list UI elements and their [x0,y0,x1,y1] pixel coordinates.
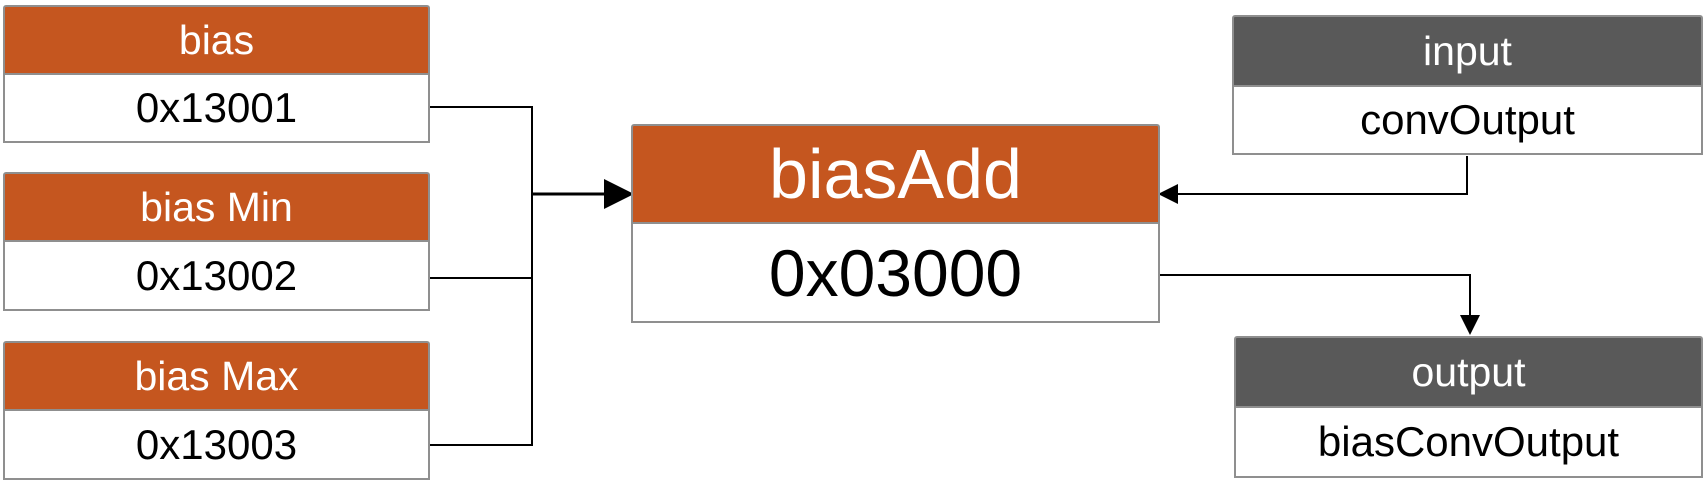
op-value-biasadd: 0x03000 [631,222,1160,323]
arrow-input-to-biasadd [1158,156,1468,204]
io-header-input: input [1232,15,1703,85]
param-node-bias-min: bias Min 0x13002 [3,172,430,311]
param-header-bias-min: bias Min [3,172,430,240]
param-value-bias-min: 0x13002 [3,240,430,311]
param-header-bias-max: bias Max [3,341,430,409]
param-node-bias-max: bias Max 0x13003 [3,341,430,480]
io-node-output: output biasConvOutput [1234,336,1703,478]
io-value-input: convOutput [1232,85,1703,155]
io-node-input: input convOutput [1232,15,1703,155]
arrow-biasadd-to-output [1160,274,1480,335]
io-value-output: biasConvOutput [1234,406,1703,478]
param-header-bias: bias [3,5,430,73]
param-node-bias: bias 0x13001 [3,5,430,143]
io-header-output: output [1234,336,1703,406]
op-node-biasadd: biasAdd 0x03000 [631,124,1160,323]
param-value-bias: 0x13001 [3,73,430,143]
param-value-bias-max: 0x13003 [3,409,430,480]
op-header-biasadd: biasAdd [631,124,1160,222]
